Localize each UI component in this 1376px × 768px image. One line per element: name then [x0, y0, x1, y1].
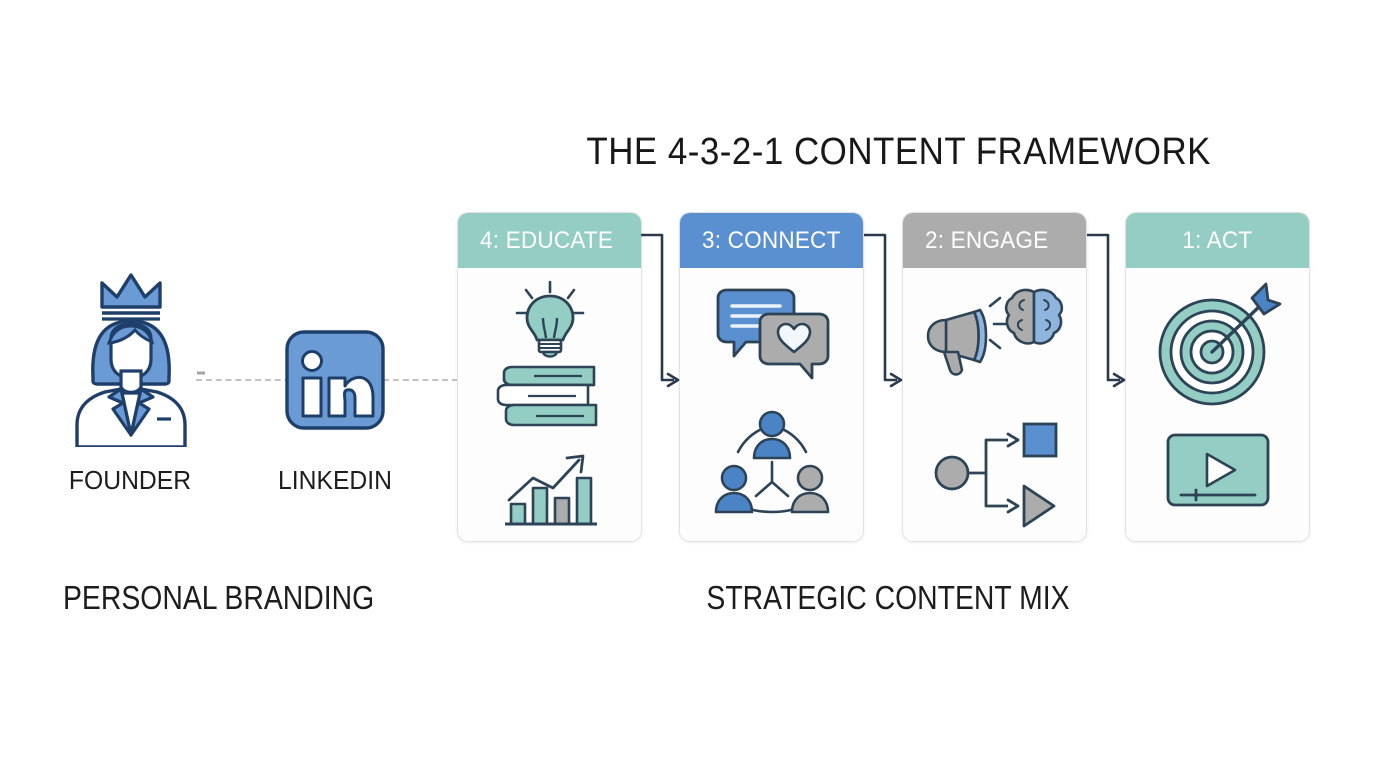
- speech-bubbles-heart-icon: [716, 288, 829, 380]
- card-header-educate: 4: EDUCATE: [458, 213, 641, 268]
- pillar-card-educate[interactable]: 4: EDUCATE: [457, 212, 642, 542]
- card-body-engage: [903, 268, 1086, 541]
- linkedin-logo-icon: [285, 330, 385, 430]
- card-header-engage: 2: ENGAGE: [903, 213, 1086, 268]
- card-header-label: 4: EDUCATE: [480, 226, 614, 254]
- linkedin-node: [281, 326, 389, 434]
- card-header-label: 1: ACT: [1182, 226, 1253, 254]
- card-header-connect: 3: CONNECT: [680, 213, 863, 268]
- pillar-card-connect[interactable]: 3: CONNECT: [679, 212, 864, 542]
- card-header-label: 2: ENGAGE: [925, 226, 1049, 254]
- founder-crown-icon: [75, 273, 205, 449]
- card-header-label: 3: CONNECT: [702, 226, 841, 254]
- lightbulb-icon: [515, 280, 584, 358]
- founder-label: FOUNDER: [68, 465, 192, 495]
- card-body-connect: [680, 268, 863, 541]
- linkedin-label: LINKEDIN: [278, 465, 392, 495]
- branching-flow-icon: [934, 422, 1057, 528]
- caption-personal-branding: PERSONAL BRANDING: [63, 579, 375, 616]
- video-player-icon: [1166, 433, 1269, 507]
- card-header-act: 1: ACT: [1126, 213, 1309, 268]
- stacked-books-icon: [496, 365, 597, 427]
- pillar-card-engage[interactable]: 2: ENGAGE: [902, 212, 1087, 542]
- people-network-icon: [714, 410, 829, 514]
- growth-bar-chart-icon: [504, 454, 597, 526]
- target-arrow-icon: [1158, 282, 1281, 406]
- founder-node: [57, 247, 205, 449]
- card-body-educate: [458, 268, 641, 541]
- pillar-card-act[interactable]: 1: ACT: [1125, 212, 1310, 542]
- megaphone-brain-icon: [926, 288, 1063, 376]
- card-body-act: [1126, 268, 1309, 541]
- page-title: THE 4-3-2-1 CONTENT FRAMEWORK: [586, 131, 1211, 173]
- caption-strategic-content-mix: STRATEGIC CONTENT MIX: [706, 579, 1070, 616]
